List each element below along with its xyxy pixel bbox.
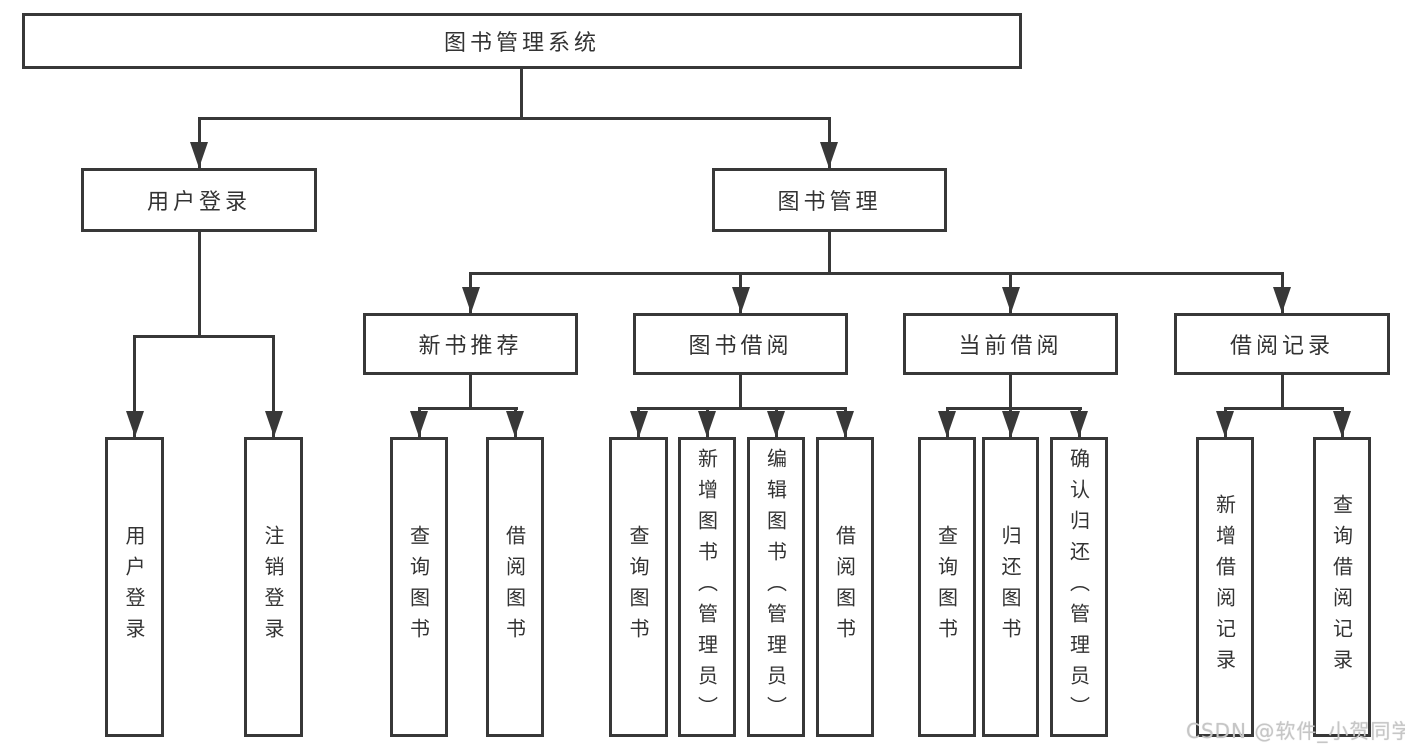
leaf-borrow-books-borrowing: 借阅图书: [816, 437, 874, 737]
arrow-down-icon: [125, 411, 144, 437]
leaf-edit-book-admin: 编辑图书（管理员）: [747, 437, 805, 737]
leaf-borrow-books-recommend: 借阅图书: [486, 437, 544, 737]
connector-line: [469, 272, 1283, 275]
node-label: 查询图书: [406, 525, 431, 649]
node-label: 图书管理系统: [443, 31, 600, 56]
node-label: 查询图书: [934, 525, 959, 649]
connector-line: [637, 407, 847, 410]
node-label: 图书管理: [777, 190, 882, 215]
arrow-down-icon: [1216, 411, 1234, 437]
arrow-down-icon: [410, 411, 428, 437]
leaf-add-borrow-record: 新增借阅记录: [1196, 437, 1254, 737]
node-label: 新增图书（管理员）: [694, 447, 719, 727]
connector-line: [1223, 407, 1344, 410]
arrow-down-icon: [731, 287, 750, 313]
arrow-down-icon: [820, 142, 838, 168]
node-label: 确认归还（管理员）: [1066, 447, 1091, 727]
connector-line: [133, 335, 136, 437]
node-label: 注销登录: [261, 525, 285, 649]
arrow-down-icon: [461, 287, 480, 313]
connector-line: [133, 335, 275, 338]
arrow-down-icon: [629, 411, 648, 437]
connector-line: [827, 232, 831, 274]
arrow-down-icon: [1001, 287, 1020, 313]
node-label: 借阅图书: [832, 525, 857, 649]
arrow-down-icon: [1001, 411, 1020, 437]
leaf-add-book-admin: 新增图书（管理员）: [678, 437, 736, 737]
node-label: 用户登录: [122, 525, 146, 649]
node-label: 用户登录: [146, 190, 251, 215]
leaf-query-books-recommend: 查询图书: [390, 437, 448, 737]
node-label: 编辑图书（管理员）: [763, 447, 788, 727]
watermark-text: CSDN @软件_小贺同学: [1186, 719, 1405, 743]
node-book-management: 图书管理: [712, 168, 947, 232]
leaf-confirm-return-admin: 确认归还（管理员）: [1050, 437, 1108, 737]
leaf-return-books: 归还图书: [982, 437, 1039, 737]
connector-line: [197, 117, 831, 120]
connector-line: [945, 407, 1082, 410]
node-label: 当前借阅: [958, 334, 1063, 359]
arrow-down-icon: [264, 411, 283, 437]
node-library-system: 图书管理系统: [22, 13, 1022, 69]
node-label: 新增借阅记录: [1212, 494, 1237, 680]
node-new-book-recommendation: 新书推荐: [363, 313, 578, 375]
node-label: 图书借阅: [688, 334, 793, 359]
connector-line: [1009, 375, 1012, 409]
arrow-down-icon: [836, 411, 854, 437]
arrow-down-icon: [1333, 411, 1351, 437]
connector-line: [519, 69, 523, 119]
node-label: 归还图书: [998, 525, 1022, 649]
connector-line: [469, 375, 472, 409]
node-borrowing-records: 借阅记录: [1174, 313, 1390, 375]
connector-line: [1280, 375, 1284, 409]
node-label: 借阅图书: [502, 525, 527, 649]
arrow-down-icon: [1273, 287, 1291, 313]
leaf-logout: 注销登录: [244, 437, 303, 737]
arrow-down-icon: [1070, 411, 1088, 437]
connector-line: [739, 375, 742, 409]
arrow-down-icon: [698, 411, 716, 437]
connector-line: [197, 232, 201, 337]
node-current-borrowing: 当前借阅: [903, 313, 1118, 375]
connector-line: [417, 407, 518, 410]
node-book-borrowing: 图书借阅: [633, 313, 848, 375]
node-label: 查询借阅记录: [1329, 494, 1354, 680]
arrow-down-icon: [938, 411, 956, 437]
leaf-user-login: 用户登录: [105, 437, 164, 737]
node-label: 查询图书: [626, 525, 650, 649]
node-label: 借阅记录: [1229, 334, 1334, 359]
leaf-query-books-current: 查询图书: [918, 437, 976, 737]
connector-line: [272, 335, 275, 437]
leaf-query-books-borrowing: 查询图书: [609, 437, 668, 737]
node-label: 新书推荐: [418, 334, 523, 359]
node-user-login-branch: 用户登录: [81, 168, 317, 232]
arrow-down-icon: [190, 142, 208, 168]
arrow-down-icon: [767, 411, 785, 437]
arrow-down-icon: [506, 411, 524, 437]
leaf-query-borrow-record: 查询借阅记录: [1313, 437, 1371, 737]
